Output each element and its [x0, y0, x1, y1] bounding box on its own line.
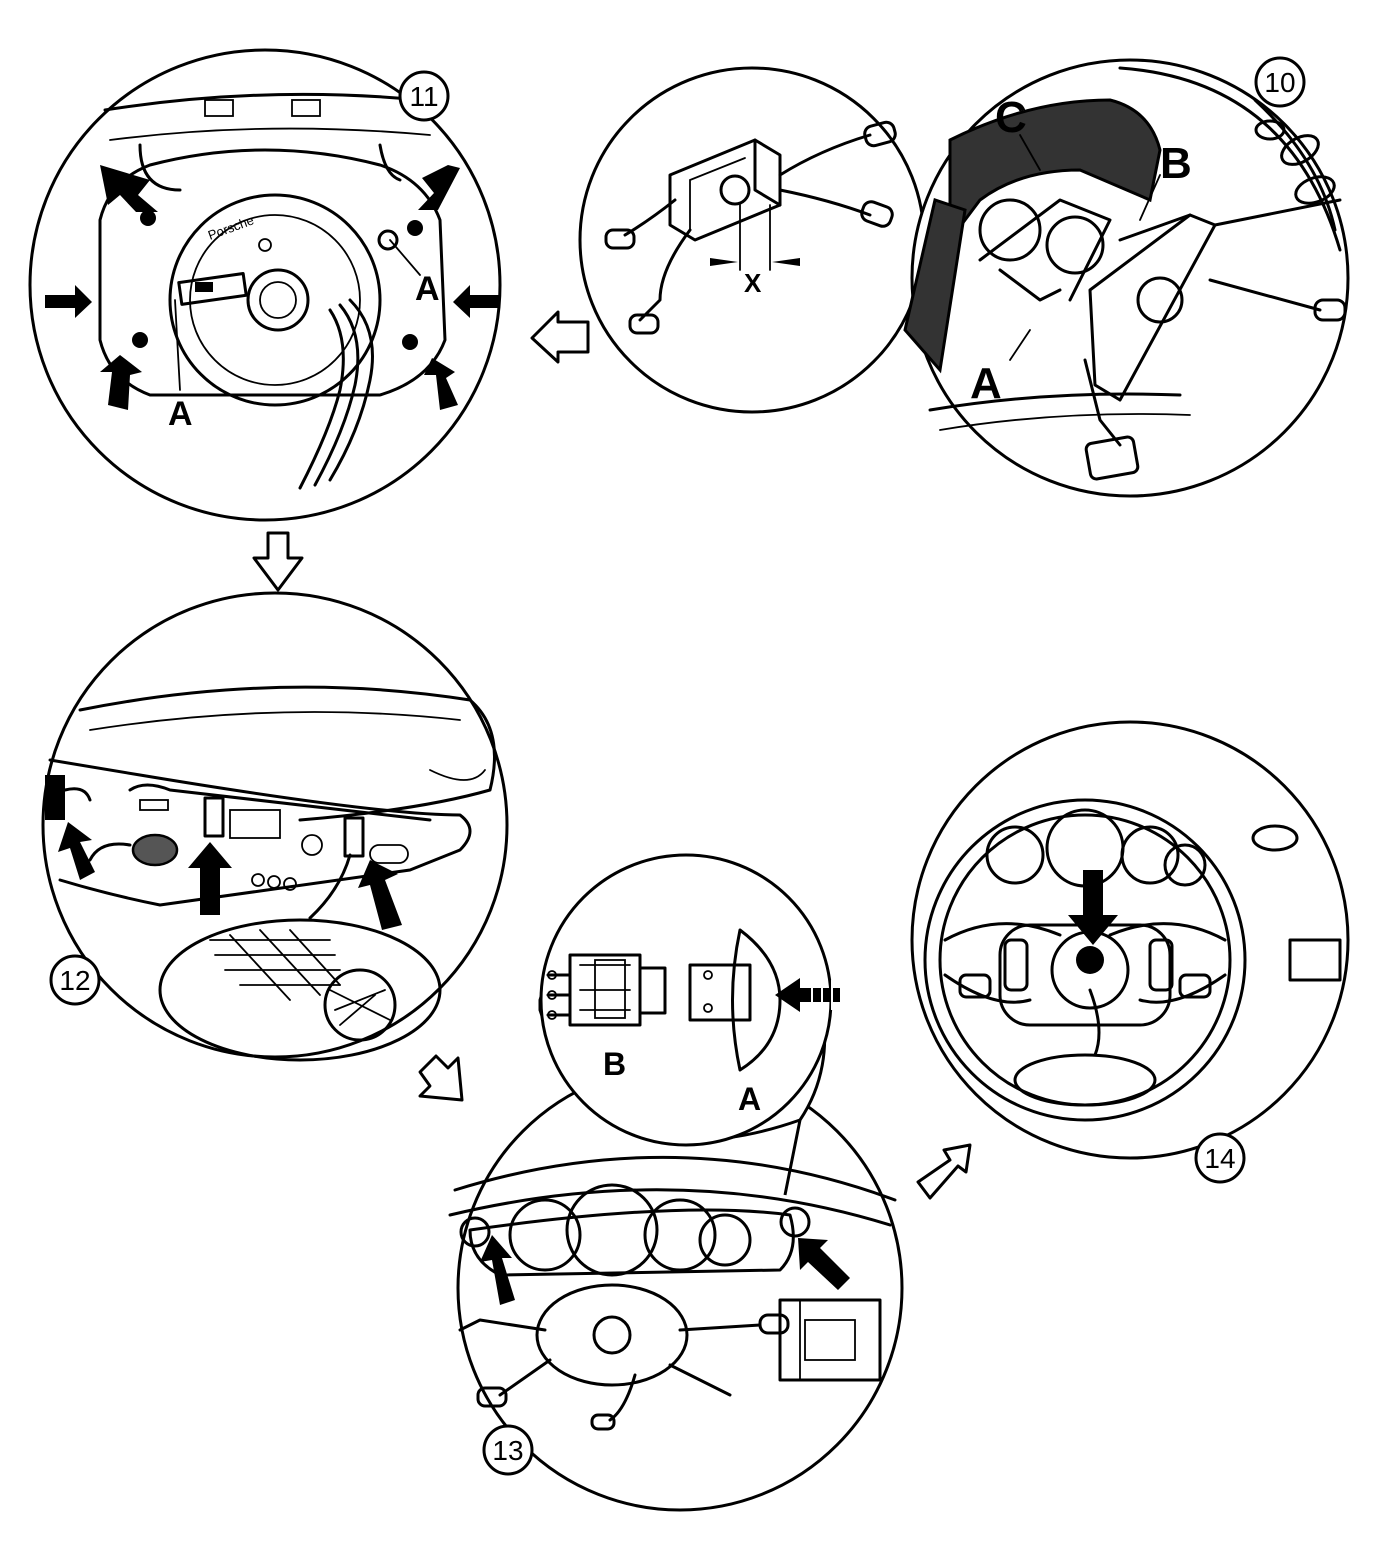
- panel-11: Porsche A A: [28, 48, 502, 522]
- callout-b-detail: B: [603, 1046, 626, 1082]
- step-14: 14: [1204, 1143, 1235, 1174]
- callout-b: B: [1160, 139, 1192, 188]
- step-13: 13: [492, 1435, 523, 1466]
- arrow-to-panel-13: [418, 1054, 464, 1102]
- panel-connector-detail: B A: [538, 853, 840, 1196]
- panel-14: [910, 720, 1350, 1160]
- panel-13: [448, 1064, 904, 1512]
- step-12: 12: [59, 965, 90, 996]
- flow-arrows: [252, 310, 972, 1200]
- arrow-to-panel-14: [916, 1143, 972, 1200]
- dimension-x: X: [744, 268, 762, 298]
- callout-a: A: [970, 359, 1002, 408]
- step-badges: 11 10 12 13 14: [49, 56, 1306, 1476]
- callout-a-detail: A: [738, 1081, 761, 1117]
- step-10: 10: [1264, 67, 1295, 98]
- panel-10: C B A: [903, 58, 1350, 498]
- step-11: 11: [409, 81, 438, 112]
- panel-12: [41, 591, 509, 1062]
- callout-a-lower: A: [168, 395, 193, 433]
- arrow-to-panel-11: [530, 310, 590, 364]
- callout-a-upper: A: [415, 270, 440, 308]
- arrow-to-panel-12: [252, 531, 304, 592]
- callout-c: C: [995, 93, 1027, 142]
- panel-switch-detail: X: [578, 66, 926, 414]
